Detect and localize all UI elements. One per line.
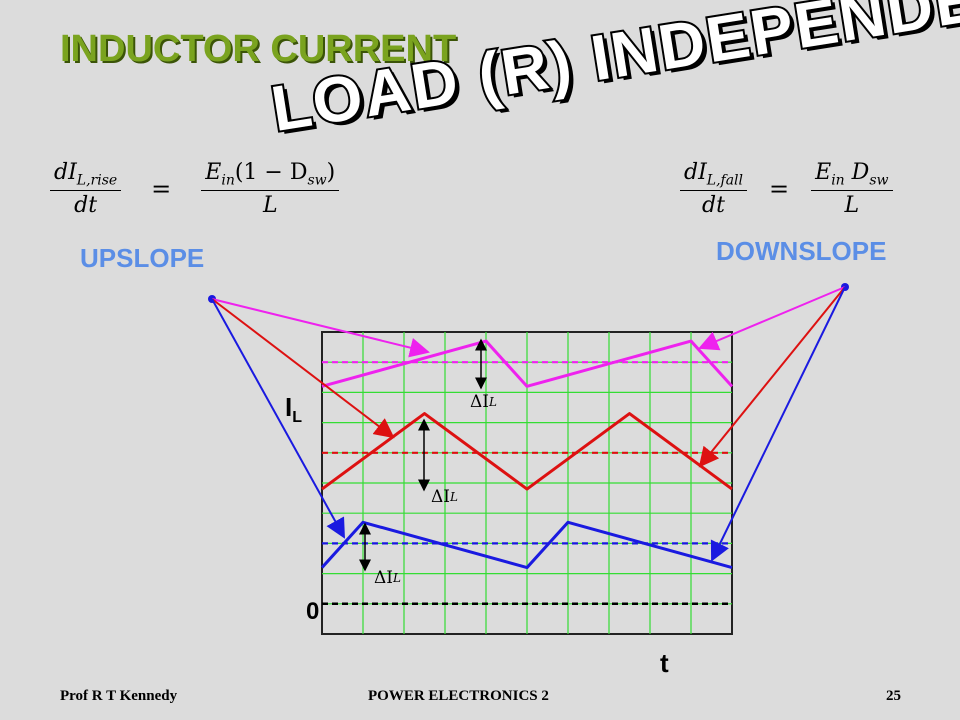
delta-label-magenta-text: ΔI	[470, 392, 489, 412]
footer-course: POWER ELECTRONICS 2	[368, 688, 549, 704]
formula-fall-lhs-num: dI	[684, 160, 707, 185]
formula-rise-rhs-rest: (1 − D	[234, 160, 308, 185]
downslope-arrow-blue	[710, 286, 846, 562]
x-axis-label: t	[660, 648, 669, 678]
delta-label-red-sub: L	[450, 490, 458, 504]
zero-label: 0	[306, 598, 320, 625]
delta-label-magenta-sub: L	[489, 395, 497, 409]
delta-label-blue-text: ΔI	[374, 568, 393, 588]
y-axis-label: IL	[285, 392, 302, 427]
formula-rise-lhs-num: dI	[54, 160, 77, 185]
formula-rise-equals: =	[151, 175, 172, 204]
waveform-red	[321, 412, 733, 491]
formula-fall: dIL,fall dt = Ein Dsw L	[680, 160, 893, 218]
downslope-arrow-magenta	[698, 286, 846, 351]
plot-grid	[322, 332, 732, 634]
formula-fall-rhs-e-sub: in	[831, 172, 845, 189]
upslope-label: UPSLOPE	[80, 243, 205, 273]
footer-author: Prof R T Kennedy	[60, 688, 178, 704]
waveform-blue	[320, 520, 733, 570]
formula-fall-rhs-sub2: sw	[869, 172, 889, 189]
upslope-arrow-magenta	[211, 298, 430, 358]
upslope-arrow-blue	[211, 298, 345, 539]
formula-rise-rhs-close: )	[326, 160, 336, 185]
formula-rise-rhs-e-sub: in	[221, 172, 235, 189]
upslope-arrow-red	[211, 298, 395, 439]
delta-label-red-text: ΔI	[431, 487, 450, 507]
y-axis-label-main: I	[285, 392, 293, 422]
waveforms	[320, 339, 734, 570]
formula-rise: dIL,rise dt = Ein(1 − Dsw) L	[50, 160, 340, 219]
y-axis-label-sub: L	[292, 409, 303, 427]
formula-rise-lhs: dIL,rise dt	[50, 160, 122, 219]
formula-fall-rhs-e: E	[815, 160, 832, 185]
formula-rise-rhs-sub2: sw	[307, 172, 327, 189]
formula-fall-lhs-den: dt	[702, 193, 725, 219]
delta-label-blue-sub: L	[393, 571, 401, 585]
formula-fall-rhs-den: L	[844, 193, 860, 219]
formula-rise-rhs: Ein(1 − Dsw) L	[201, 160, 340, 219]
formula-rise-lhs-den: dt	[74, 193, 98, 219]
formula-rise-lhs-sub: L,rise	[76, 172, 118, 189]
downslope-label: DOWNSLOPE	[716, 236, 887, 266]
formula-fall-rhs-mid: D	[844, 160, 870, 185]
formula-rise-rhs-e: E	[205, 160, 222, 185]
average-lines	[322, 361, 732, 606]
footer-page-number: 25	[886, 688, 901, 704]
waveform-magenta	[321, 339, 734, 388]
formula-fall-rhs: Ein Dsw L	[811, 160, 893, 219]
formula-fall-lhs: dIL,fall dt	[680, 160, 748, 219]
formula-fall-lhs-sub: L,fall	[706, 172, 744, 189]
formula-rise-rhs-den: L	[262, 193, 278, 219]
formula-fall-equals: =	[769, 175, 790, 204]
slide-title: INDUCTOR CURRENT	[60, 28, 457, 70]
downslope-arrow-red	[698, 286, 846, 468]
